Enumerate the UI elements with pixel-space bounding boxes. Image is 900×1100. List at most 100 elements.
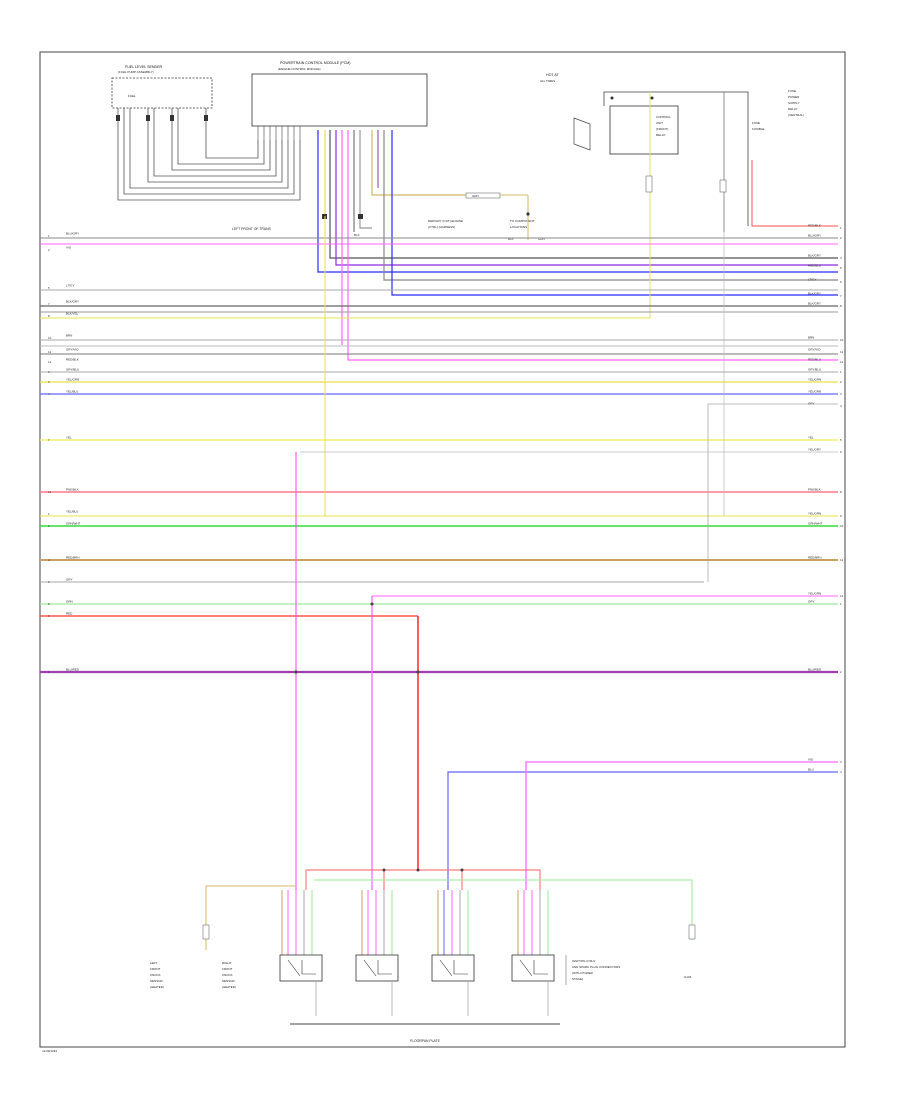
pcm-sublabel: (ENGINE CONTROL MODULE) bbox=[278, 67, 321, 71]
right-wire-label: VIO bbox=[808, 758, 814, 762]
ignition-coils-label: IGNITION COILS AND SPARK PLUG CONNECTORS… bbox=[565, 955, 620, 985]
right-pin-number: 1 bbox=[840, 602, 842, 606]
right-pin-number: 11 bbox=[840, 558, 843, 562]
right-wire-label: BLU/RED bbox=[808, 668, 822, 672]
left-wire-label: GRN/WHT bbox=[66, 522, 80, 526]
fuel-level-sender-label: FUEL LEVEL SENDER bbox=[125, 65, 162, 69]
right-wire-label: YEL bbox=[808, 436, 814, 440]
pcm-label: POWERTRAIN CONTROL MODULE (PCM) bbox=[280, 61, 350, 65]
right-pin-number: 6 bbox=[840, 450, 842, 454]
left-pin-number: 7 bbox=[48, 302, 50, 306]
right-wire-label: RED/BLU bbox=[808, 358, 821, 362]
svg-text:(HEATED): (HEATED) bbox=[222, 985, 236, 989]
fuse-relay-block: HOT AT ALL TIMES CONTROL UNIT (FRONT) RE… bbox=[40, 73, 838, 319]
svg-text:RED/GRY (OUT) ENGINE: RED/GRY (OUT) ENGINE bbox=[428, 219, 463, 223]
left-pin-number: 1 bbox=[48, 670, 50, 674]
right-pin-number: 2 bbox=[840, 380, 842, 384]
svg-text:POWER: POWER bbox=[788, 95, 800, 99]
left-wire-label: GRN bbox=[66, 600, 73, 604]
engine-harness-note: RED/GRY (OUT) ENGINE (CTRL) (HARNESS) TO… bbox=[428, 192, 545, 241]
svg-text:RELAY: RELAY bbox=[788, 107, 798, 111]
right-pin-number: 9 bbox=[840, 514, 842, 518]
left-pin-number: 9 bbox=[48, 614, 50, 618]
left-wire-label: BLU/RED bbox=[66, 668, 80, 672]
right-pin-number: 6 bbox=[840, 280, 842, 284]
pcm-output-wires bbox=[317, 130, 838, 361]
svg-text:(HEATED): (HEATED) bbox=[150, 985, 164, 989]
svg-text:UNIT: UNIT bbox=[656, 121, 663, 125]
right-wire-label: GRY bbox=[808, 402, 814, 406]
right-pin-number: 11 bbox=[840, 350, 843, 354]
right-wire-label: LT/GY bbox=[808, 278, 816, 282]
right-wire-label: RED/BRN bbox=[808, 556, 822, 560]
right-wire-label: BLK/GRY bbox=[808, 302, 821, 306]
svg-text:LOCATIONS: LOCATIONS bbox=[510, 225, 527, 229]
left-wire-label: RED/BRN bbox=[66, 556, 80, 560]
right-wire-label: GRY bbox=[808, 600, 814, 604]
right-pin-number: 5 bbox=[840, 438, 842, 442]
svg-text:STAGE): STAGE) bbox=[572, 977, 583, 981]
right-wire-label: YEL/GRN bbox=[808, 378, 821, 382]
diagram-frame bbox=[39, 51, 846, 1048]
svg-text:ALL TIMES: ALL TIMES bbox=[540, 79, 555, 83]
right-pin-number: 2 bbox=[840, 236, 842, 240]
left-wire-label: PNK/BLK bbox=[66, 488, 79, 492]
left-pin-number: 2 bbox=[48, 524, 50, 528]
svg-text:HOT AT: HOT AT bbox=[546, 73, 559, 77]
right-pin-number: 8 bbox=[840, 304, 842, 308]
right-wire-label: YEL/GRN bbox=[808, 592, 821, 596]
left-wire-label: YEL/GRN bbox=[66, 378, 79, 382]
left-wire-label: RED/BLK bbox=[66, 358, 79, 362]
right-pin-number: 12 bbox=[840, 594, 844, 598]
svg-text:(CENTRAL): (CENTRAL) bbox=[788, 113, 804, 117]
right-wire-label: PNK/BLK bbox=[808, 488, 821, 492]
right-pin-number: 4 bbox=[840, 256, 842, 260]
right-wire-label: BLU/GRY bbox=[808, 234, 821, 238]
left-pin-number: 10 bbox=[48, 336, 52, 340]
left-wire-label: BLK/GRY bbox=[66, 300, 79, 304]
right-pin-number: 1 bbox=[840, 226, 842, 230]
fuel-level-sender: FUEL LEVEL SENDER (FUEL PUMP ASSEMBLY) F… bbox=[111, 65, 301, 201]
svg-text:GRN: GRN bbox=[538, 237, 545, 241]
right-pin-number: 2 bbox=[840, 670, 842, 674]
svg-text:FRONT: FRONT bbox=[222, 967, 232, 971]
left-pin-number: 12 bbox=[48, 360, 52, 364]
left-wire-labels: BLU/GRY1VIO2LT/GY5BLK/GRY7BLK/YEL8BRN10G… bbox=[48, 232, 80, 675]
svg-text:CONTROL: CONTROL bbox=[656, 115, 671, 119]
right-wire-label: GRN/WHT bbox=[808, 522, 822, 526]
svg-text:SUPPLY: SUPPLY bbox=[788, 101, 800, 105]
svg-text:FUSE: FUSE bbox=[752, 121, 760, 125]
svg-text:FUSIBLE: FUSIBLE bbox=[752, 127, 765, 131]
svg-text:SENSOR: SENSOR bbox=[222, 979, 236, 983]
left-wire-label: BLK/YEL bbox=[66, 312, 79, 316]
left-pin-number: 7 bbox=[48, 438, 50, 442]
right-front-knock-sensor: RIGHT FRONT KNOCK SENSOR (HEATED) bbox=[222, 961, 236, 989]
right-pin-number: 3 bbox=[840, 392, 842, 396]
footer-code: mm001234 bbox=[42, 1049, 57, 1053]
ignition-coil-2 bbox=[355, 890, 399, 1016]
svg-text:(WITH POWER: (WITH POWER bbox=[572, 971, 594, 975]
svg-text:IGNITION COILS: IGNITION COILS bbox=[572, 959, 595, 963]
left-pin-number: 2 bbox=[48, 248, 50, 252]
left-pin-number: 6 bbox=[48, 580, 50, 584]
svg-text:FRONT: FRONT bbox=[150, 967, 160, 971]
right-pin-number: 5 bbox=[840, 266, 842, 270]
left-pin-number: 5 bbox=[48, 286, 50, 290]
harness-bus bbox=[40, 237, 838, 674]
left-wire-label: YEL bbox=[66, 436, 72, 440]
right-pin-number: 12 bbox=[840, 360, 844, 364]
right-wire-label: BRN bbox=[808, 336, 814, 340]
right-pin-number: 10 bbox=[840, 338, 844, 342]
left-wire-label: GRY bbox=[66, 578, 72, 582]
svg-text:KNOCK: KNOCK bbox=[222, 973, 233, 977]
fuel-level-sender-sublabel: (FUEL PUMP ASSEMBLY) bbox=[118, 70, 154, 74]
right-wire-label: GRY/VIO bbox=[808, 348, 821, 352]
left-pin-number: 3 bbox=[48, 380, 50, 384]
left-wire-label: GRY/VIO bbox=[66, 348, 79, 352]
left-pin-number: 8 bbox=[48, 602, 50, 606]
right-pin-number: 4 bbox=[840, 404, 842, 408]
right-wire-label: YEL/GRN bbox=[808, 390, 821, 394]
right-wire-label: RED/BLK bbox=[808, 224, 821, 228]
floorpan-plate: FLOORPAN PLATE bbox=[290, 1023, 560, 1043]
